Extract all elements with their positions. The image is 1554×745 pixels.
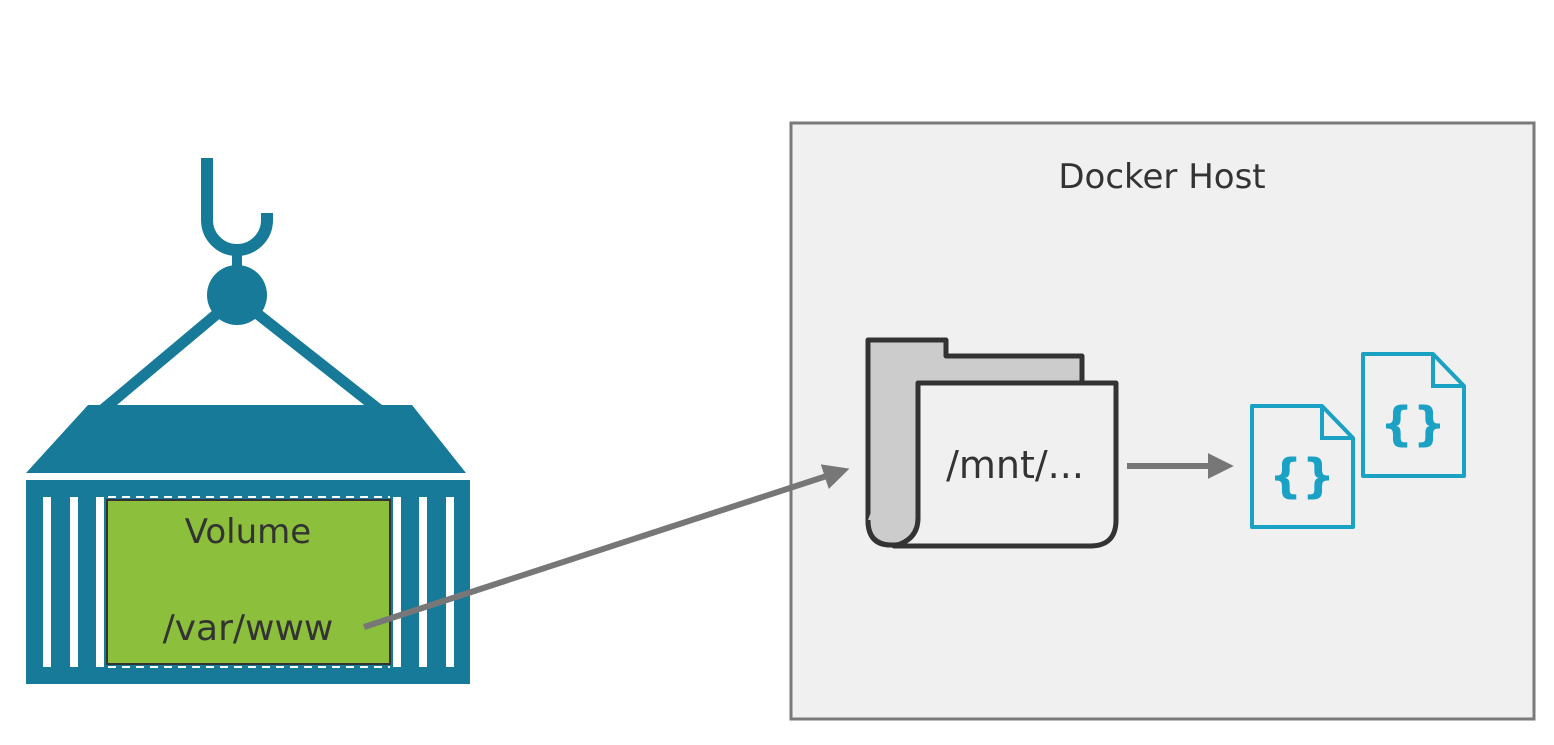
arrow-icon [363,464,850,630]
container-slats [43,497,454,667]
volume-box: Volume /var/www [106,499,391,665]
folder-path: /mnt/... [946,443,1084,487]
json-file-icon: {} [1361,352,1466,478]
json-file-glyph: {} [1380,397,1446,451]
json-file-icon: {} [1250,404,1355,529]
volume-path: /var/www [163,608,334,649]
crane-hook-icon [96,158,386,417]
mount-arrow [363,464,850,630]
volume-title: Volume [185,512,311,552]
folder-icon: /mnt/... [865,337,1119,549]
docker-host-title: Docker Host [1058,157,1265,197]
json-file-glyph: {} [1269,449,1335,503]
